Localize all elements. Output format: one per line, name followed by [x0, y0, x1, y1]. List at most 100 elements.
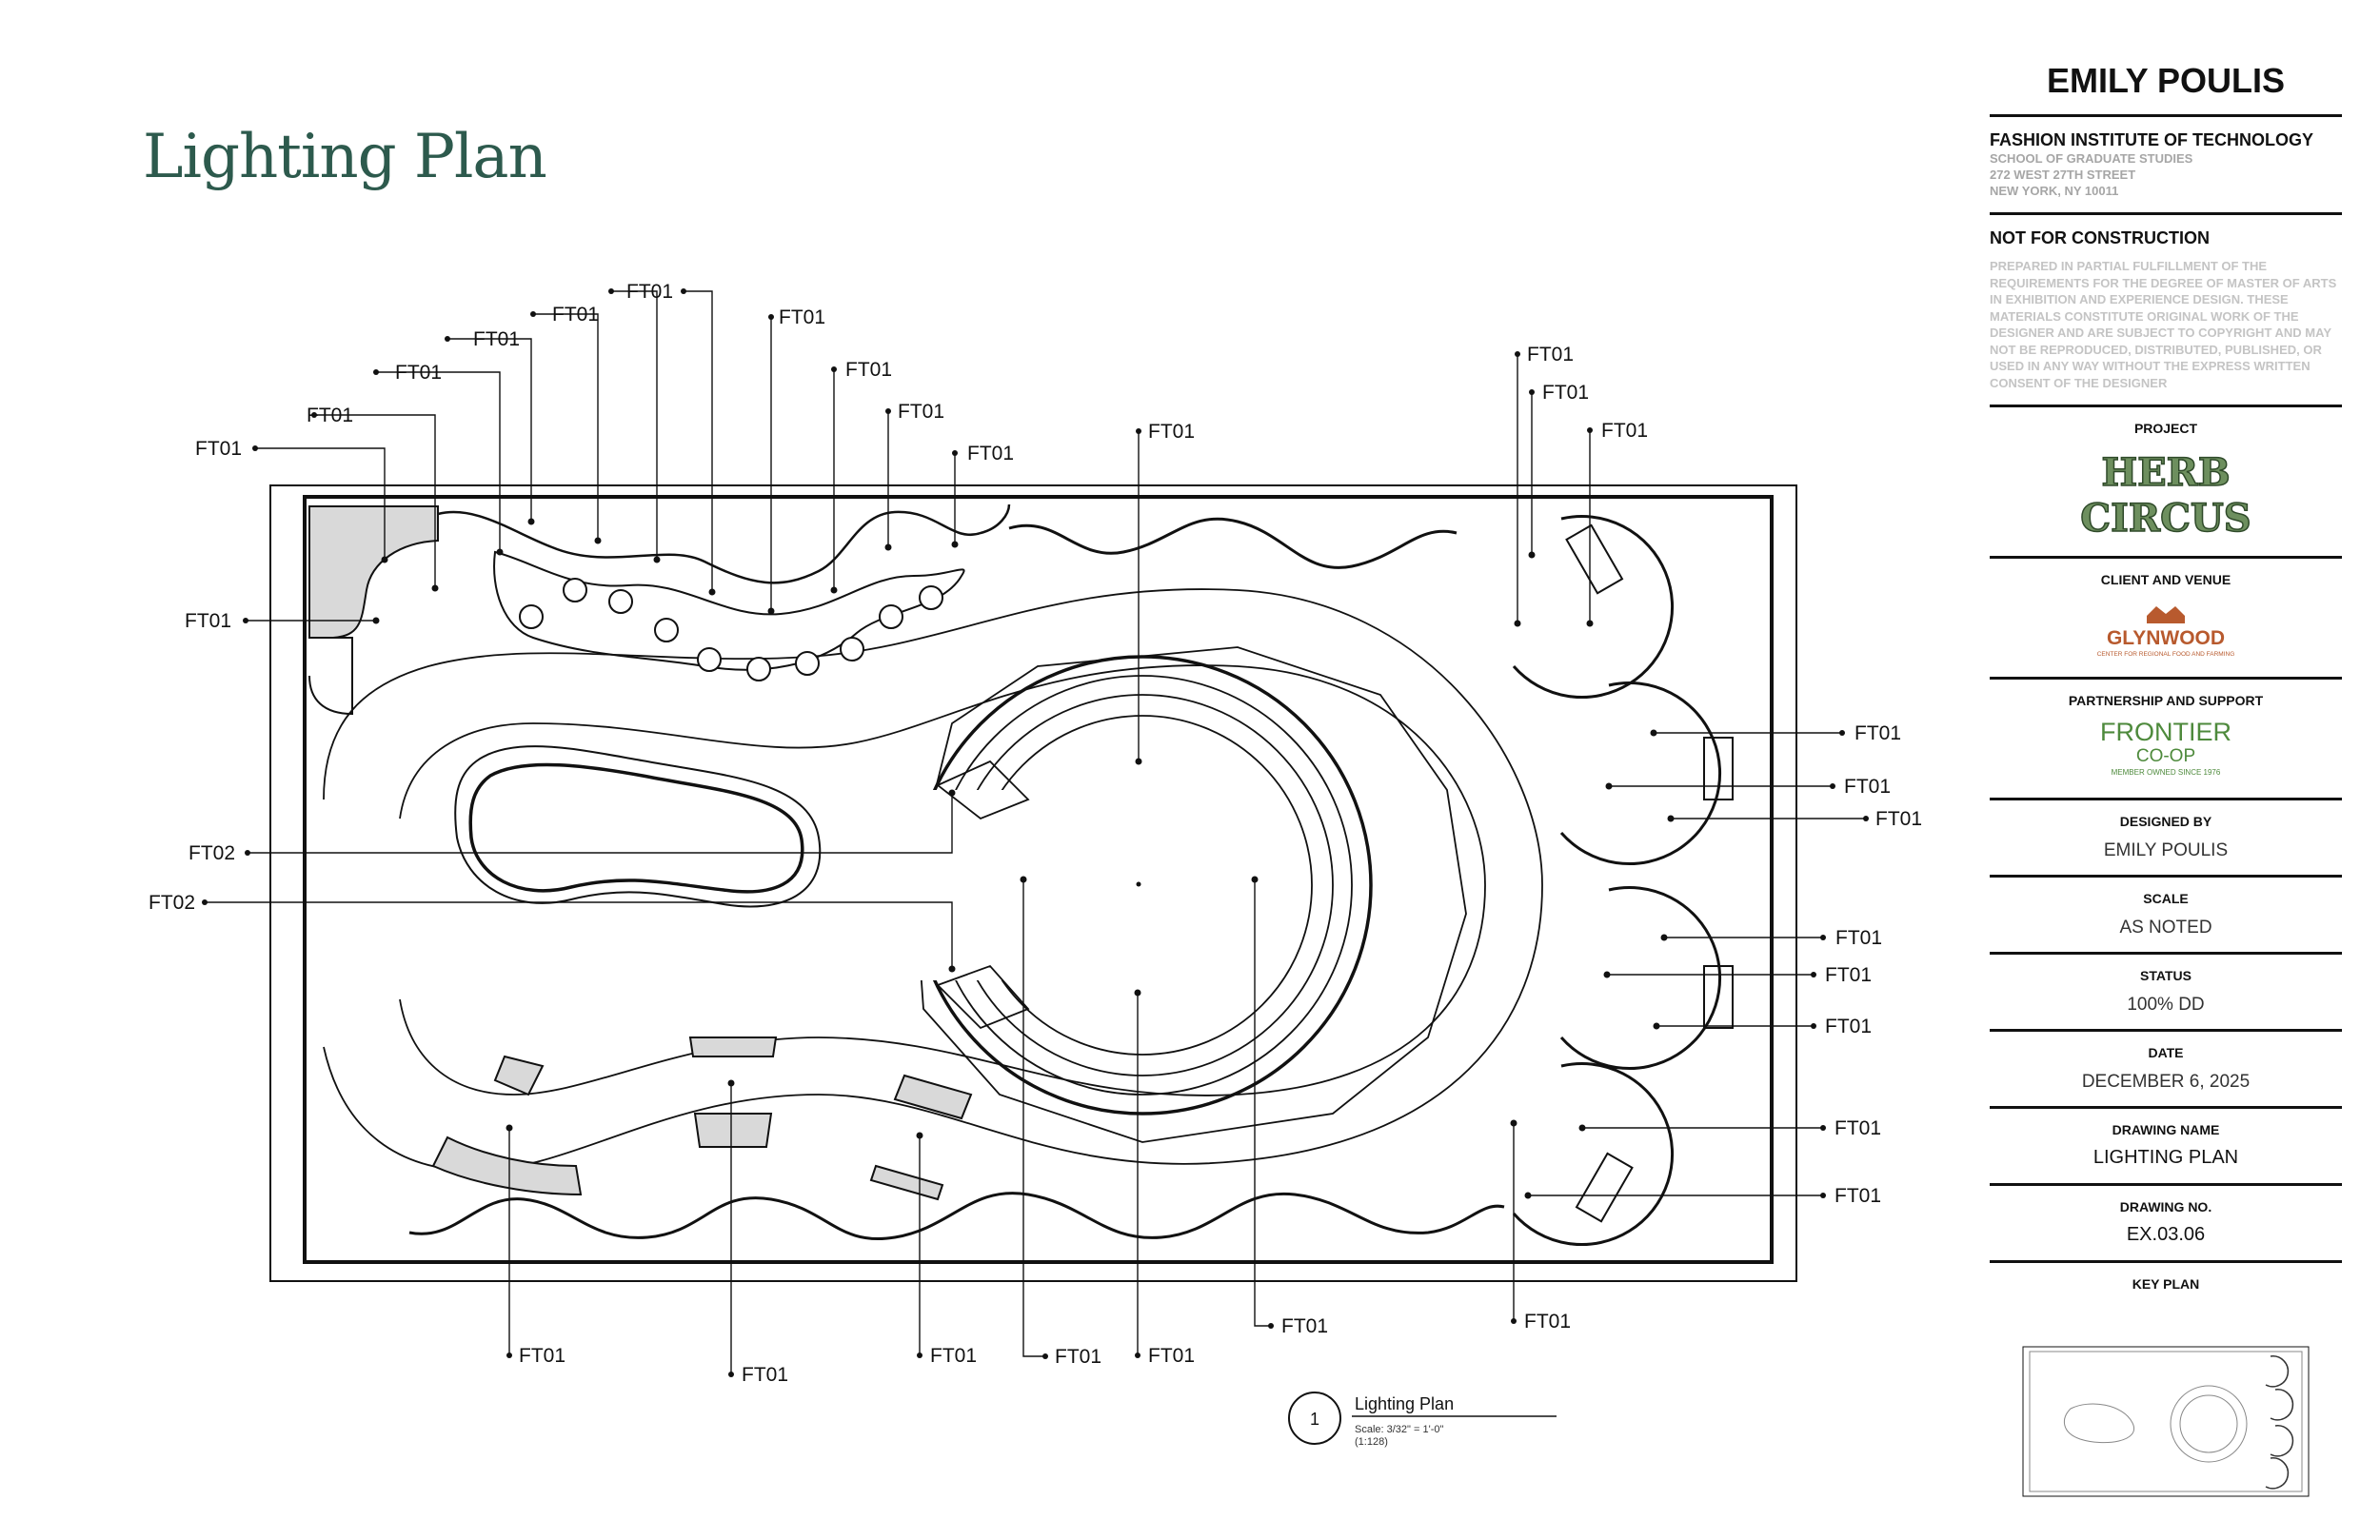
glynwood-tagline: CENTER FOR REGIONAL FOOD AND FARMING [2097, 651, 2235, 658]
stage-outer-polygon [913, 646, 1467, 1143]
vendor-pod-3 [1559, 886, 1734, 1071]
school-address: 272 WEST 27TH STREET [1990, 168, 2136, 182]
callout-ft01: FT01 [1844, 776, 1891, 798]
herb-logo-line1: HERB [2101, 450, 2230, 495]
bench-arc-6 [493, 1055, 545, 1096]
wavy-wall-bottom [408, 1192, 1505, 1240]
callout-ft01: FT01 [967, 443, 1014, 464]
disclaimer-text: PREPARED IN PARTIAL FULFILLMENT OF THE R… [1990, 259, 2337, 390]
divider [1990, 875, 2342, 878]
corner-room-top-left [308, 505, 439, 639]
status-label: STATUS [2140, 968, 2192, 983]
stage-bench-top [936, 760, 1030, 820]
bench-arc-2 [693, 1113, 773, 1148]
callout-ft01: FT01 [1148, 1345, 1195, 1367]
sheet-title: Lighting Plan [143, 122, 547, 192]
callout-labels: FT01 FT01 FT01 FT01 FT01 FT01 FT01 FT01 … [149, 281, 1922, 1386]
herb-counter-top [437, 503, 1011, 584]
callout-ft02: FT02 [188, 842, 235, 864]
callout-ft01: FT01 [626, 281, 673, 303]
callout-ft01: FT01 [779, 306, 825, 328]
callout-ft01: FT01 [1835, 1117, 1881, 1139]
not-for-construction: NOT FOR CONSTRUCTION [1990, 228, 2210, 247]
callout-ft01: FT01 [185, 610, 231, 632]
drawing-name-label: DRAWING NAME [2112, 1122, 2220, 1137]
date-value: DECEMBER 6, 2025 [2081, 1072, 2251, 1092]
stage-bench-bottom [936, 964, 1030, 1030]
designed-by-label: DESIGNED BY [2119, 814, 2212, 829]
project-section: PROJECT HERB CIRCUS [1990, 407, 2342, 556]
detail-ratio: (1:128) [1355, 1436, 1388, 1448]
bench-arc-3 [688, 1037, 778, 1057]
stage-cut [885, 790, 1028, 980]
main-path-inner [399, 664, 1486, 1096]
drawing-name-value: LIGHTING PLAN [2092, 1147, 2239, 1168]
detail-label: 1 Lighting Plan Scale: 3/32" = 1'-0" (1:… [1310, 1394, 1454, 1448]
school-subline: SCHOOL OF GRADUATE STUDIES [1990, 151, 2193, 166]
building-inner-wall [303, 495, 1774, 1264]
callout-ft01: FT01 [1835, 927, 1882, 949]
callout-ft01: FT01 [1854, 722, 1901, 744]
callout-ft01: FT01 [395, 362, 442, 384]
bench-arc-5 [869, 1164, 944, 1201]
callout-ft01: FT01 [1875, 808, 1922, 830]
callout-ft01: FT01 [1601, 420, 1648, 442]
vendor-pod-2 [1559, 681, 1734, 866]
key-plan-thumbnail [2022, 1346, 2310, 1497]
drawing-no-value: EX.03.06 [2126, 1224, 2206, 1245]
callout-ft01: FT01 [552, 304, 599, 326]
callout-ft01: FT01 [519, 1345, 565, 1367]
frontier-coop-logo: FRONTIER CO-OP MEMBER OWNED SINCE 1976 [2100, 718, 2231, 777]
divider [1990, 1183, 2342, 1186]
school-city: NEW YORK, NY 10011 [1990, 184, 2119, 198]
bench-arc-4 [893, 1074, 973, 1120]
callout-ft01: FT01 [1542, 382, 1589, 404]
callout-ft01: FT01 [195, 438, 242, 460]
divider [1990, 952, 2342, 955]
barn-icon [2147, 606, 2185, 623]
plant-pots [519, 578, 943, 681]
callout-ft01: FT01 [1055, 1346, 1101, 1368]
drawing-no-section: DRAWING NO. EX.03.06 [1990, 1186, 2342, 1260]
herb-logo-line2: CIRCUS [2080, 496, 2251, 541]
divider [1990, 677, 2342, 680]
designed-by-value: EMILY POULIS [2103, 840, 2229, 860]
callout-ft01: FT01 [1835, 1185, 1881, 1207]
herb-counter-inner [493, 550, 965, 671]
designed-by-section: DESIGNED BY EMILY POULIS [1990, 800, 2342, 875]
divider [1990, 405, 2342, 407]
callout-ft01: FT01 [845, 359, 892, 381]
divider [1990, 1260, 2342, 1263]
callout-ft01: FT01 [930, 1345, 977, 1367]
status-value: 100% DD [2127, 995, 2205, 1015]
vendor-pod-1 [1512, 515, 1675, 700]
callout-ft01: FT01 [1825, 1016, 1872, 1037]
key-plan-section: KEY PLAN [1990, 1263, 2342, 1301]
callout-ft01: FT01 [307, 405, 353, 426]
date-section: DATE DECEMBER 6, 2025 [1990, 1032, 2342, 1106]
title-block: EMILY POULIS FASHION INSTITUTE OF TECHNO… [1990, 57, 2342, 1301]
herb-circus-logo: HERB CIRCUS [2080, 449, 2252, 541]
leader-lines [205, 290, 1866, 1374]
callout-ft01: FT01 [742, 1364, 788, 1386]
divider [1990, 114, 2342, 117]
bench-arc-1 [431, 1135, 583, 1196]
divider [1990, 798, 2342, 800]
detail-scale: Scale: 3/32" = 1'-0" [1355, 1424, 1443, 1435]
callout-ft01: FT01 [1148, 421, 1195, 443]
date-label: DATE [2148, 1045, 2184, 1060]
frontier-wordmark: FRONTIER [2100, 718, 2231, 746]
callout-ft01: FT01 [1527, 344, 1574, 365]
scale-section: SCALE AS NOTED [1990, 878, 2342, 952]
client-label: CLIENT AND VENUE [2100, 572, 2231, 587]
callout-ft01: FT01 [898, 401, 944, 423]
door-swing-top-left [308, 637, 353, 716]
pond-outer [454, 745, 822, 908]
callout-ft01: FT01 [1825, 964, 1872, 986]
coop-wordmark: CO-OP [2136, 746, 2195, 766]
detail-number: 1 [1310, 1410, 1319, 1429]
building-outline [269, 484, 1797, 1282]
designer-name: EMILY POULIS [2046, 61, 2286, 100]
pond-inner [468, 762, 804, 894]
